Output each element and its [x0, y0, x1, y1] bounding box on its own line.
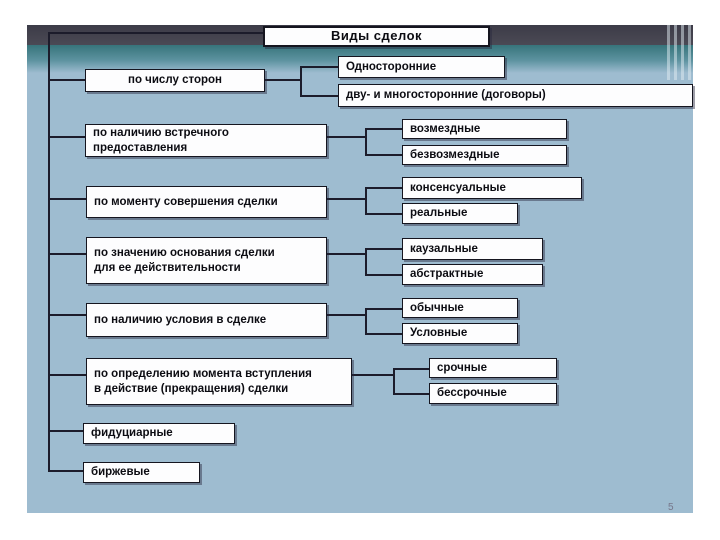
- type-box-causal: каузальные: [402, 238, 543, 260]
- connector-line: [48, 314, 86, 316]
- category-box-exchange: биржевые: [83, 462, 200, 483]
- page-number: 5: [668, 502, 674, 513]
- connector-line: [48, 374, 86, 376]
- connector-line: [365, 274, 402, 276]
- category-box-moment-of-transaction: по моменту совершения сделки: [86, 186, 327, 218]
- connector-line: [365, 128, 367, 156]
- connector-line: [327, 198, 365, 200]
- connector-line: [365, 308, 402, 310]
- diagram-title: Виды сделок: [263, 26, 490, 47]
- connector-line: [352, 374, 393, 376]
- connector-line: [48, 253, 86, 255]
- connector-line: [365, 333, 402, 335]
- type-box-gratuitous: безвозмездные: [402, 145, 567, 165]
- category-box-entry-into-force: по определению момента вступления в дейс…: [86, 358, 352, 405]
- type-box-compensated: возмездные: [402, 119, 567, 139]
- connector-line: [327, 253, 365, 255]
- type-box-conditional: Условные: [402, 323, 518, 344]
- connector-line: [365, 248, 402, 250]
- connector-line: [48, 79, 85, 81]
- connector-line: [48, 136, 85, 138]
- type-box-multilateral: дву- и многосторонние (договоры): [338, 84, 693, 107]
- type-box-indefinite: бессрочные: [429, 383, 557, 404]
- category-box-condition-presence: по наличию условия в сделке: [86, 303, 327, 337]
- category-box-basis-significance: по значению основания сделки для ее дейс…: [86, 237, 327, 284]
- category-box-number-of-parties: по числу сторон: [85, 69, 265, 92]
- connector-line: [365, 154, 402, 156]
- connector-line: [365, 248, 367, 276]
- type-box-real: реальные: [402, 203, 518, 224]
- connector-line: [365, 128, 402, 130]
- connector-line: [265, 79, 300, 81]
- connector-line: [365, 187, 402, 189]
- connector-line: [393, 368, 429, 370]
- slide-background: Виды сделок по числу сторон по наличию в…: [27, 25, 693, 513]
- connector-line: [393, 393, 429, 395]
- connector-line: [300, 66, 338, 68]
- category-box-counter-provision: по наличию встречного предоставления: [85, 124, 327, 157]
- connector-line: [365, 187, 367, 215]
- right-edge-stripes: [663, 25, 693, 80]
- type-box-ordinary: обычные: [402, 298, 518, 318]
- connector-line: [365, 308, 367, 335]
- connector-line: [300, 95, 338, 97]
- type-box-consensual: консенсуальные: [402, 177, 582, 199]
- connector-line: [48, 32, 50, 472]
- type-box-fixed-term: срочные: [429, 358, 557, 378]
- connector-line: [327, 314, 365, 316]
- connector-line: [365, 213, 402, 215]
- connector-line: [300, 66, 302, 97]
- connector-line: [48, 430, 83, 432]
- connector-line: [327, 136, 365, 138]
- connector-line: [393, 368, 395, 395]
- connector-line: [48, 198, 86, 200]
- type-box-unilateral: Односторонние: [338, 56, 505, 78]
- connector-line: [48, 470, 83, 472]
- type-box-abstract: абстрактные: [402, 264, 543, 285]
- connector-line: [48, 32, 263, 34]
- category-box-fiduciary: фидуциарные: [83, 423, 235, 444]
